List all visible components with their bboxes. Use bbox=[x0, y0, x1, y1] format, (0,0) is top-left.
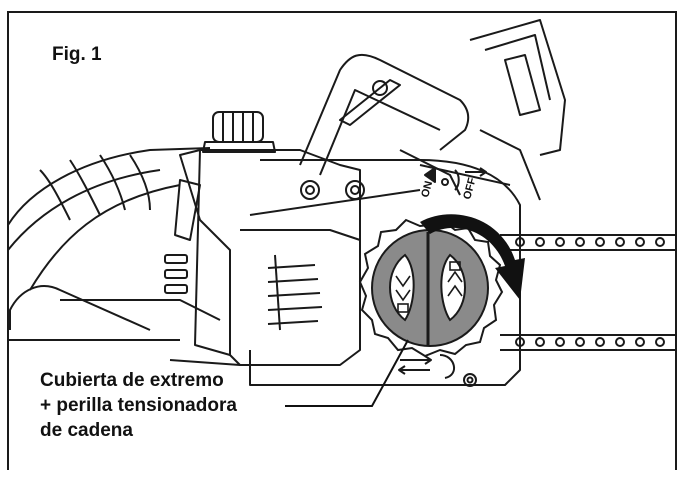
callout-label: Cubierta de extremo + perilla tensionado… bbox=[40, 368, 237, 443]
main-housing bbox=[164, 149, 361, 366]
guide-bar-chain bbox=[500, 234, 676, 351]
unlock-arrow-icon bbox=[447, 261, 463, 297]
lock-arrow-icon bbox=[395, 275, 411, 313]
figure-number: Fig. 1 bbox=[52, 44, 102, 65]
chain-brake-guard bbox=[469, 19, 566, 201]
tension-knob bbox=[358, 218, 504, 358]
callout-line-1: Cubierta de extremo bbox=[40, 370, 224, 391]
callout-line-3: de cadena bbox=[40, 420, 133, 441]
oil-cap bbox=[202, 111, 276, 153]
chain-links-bottom bbox=[515, 337, 665, 347]
front-handle bbox=[299, 53, 470, 200]
rotation-arrow-icon bbox=[420, 214, 525, 300]
callout-leader bbox=[285, 339, 409, 407]
lock-direction-marks bbox=[398, 354, 455, 379]
callout-line-2: + perilla tensionadora bbox=[40, 395, 237, 416]
switch-on-label: ON bbox=[419, 180, 435, 199]
figure-frame bbox=[7, 11, 677, 470]
switch-off-label: OFF bbox=[461, 176, 478, 201]
rear-handle bbox=[7, 147, 221, 341]
sprocket-cover bbox=[249, 159, 521, 387]
chain-links-top bbox=[515, 237, 665, 247]
switch-indicator bbox=[424, 167, 487, 191]
